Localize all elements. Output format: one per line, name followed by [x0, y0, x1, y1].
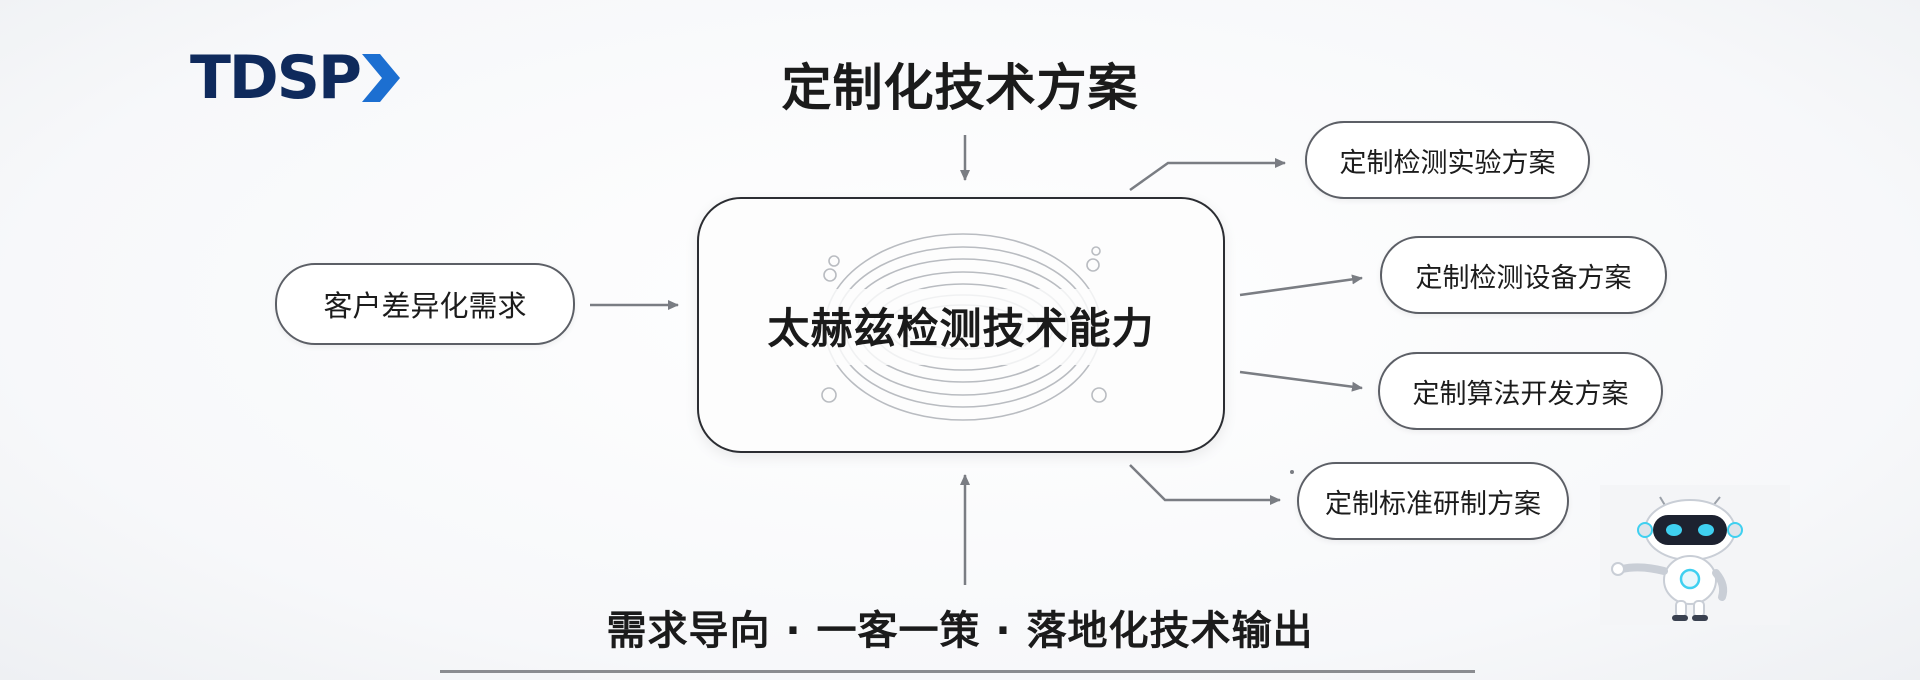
robot-mascot-icon: [1600, 485, 1790, 625]
wave-rings-icon: [759, 233, 1167, 421]
tdsp-logo: TDSP: [190, 38, 402, 118]
center-capability-box: [697, 197, 1225, 453]
bottom-divider: [440, 670, 1475, 673]
output-pill-experiment: 定制检测实验方案: [1305, 121, 1590, 199]
output-pill-equipment: 定制检测设备方案: [1380, 236, 1667, 314]
input-pill-customer-needs: 客户差异化需求: [275, 263, 575, 345]
center-label: 太赫兹检测技术能力: [767, 304, 1155, 353]
logo-arrow-icon: [361, 54, 400, 102]
output-pill-label: 定制算法开发方案: [1412, 378, 1629, 410]
arrow-r4: [1129, 464, 1281, 505]
arrow-r1: [1129, 158, 1286, 192]
top-title: 定制化技术方案: [781, 59, 1139, 117]
output-pill-label: 定制标准研制方案: [1325, 488, 1541, 520]
logo-text: TDSP: [190, 43, 362, 113]
input-pill-label: 客户差异化需求: [323, 289, 527, 323]
arrow-r3: [1239, 370, 1363, 392]
output-pill-standard: 定制标准研制方案: [1297, 462, 1569, 540]
output-pill-label: 定制检测实验方案: [1339, 147, 1556, 179]
arrow-r2: [1239, 274, 1363, 297]
output-pill-label: 定制检测设备方案: [1415, 262, 1632, 294]
bottom-title: 需求导向 · 一客一策 · 落地化技术输出: [606, 608, 1314, 654]
output-pill-algorithm: 定制算法开发方案: [1378, 352, 1663, 430]
